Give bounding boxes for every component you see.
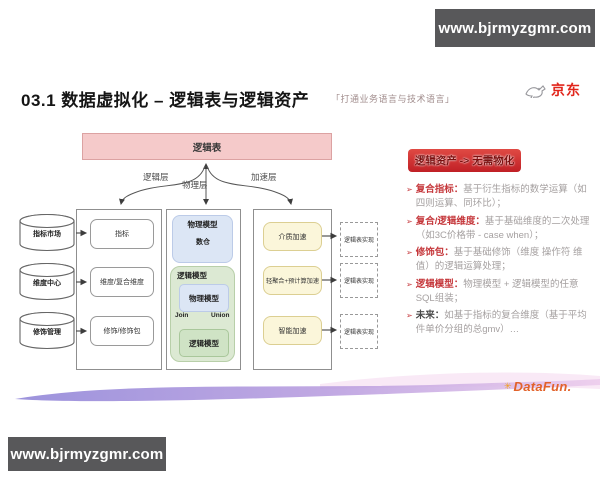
layer-label-physical: 物理层: [182, 180, 208, 190]
logical-table-bar: 逻辑表: [82, 133, 332, 160]
bullet-text: 如基于指标的复合维度（基于平均件单价分组的总gmv）…: [415, 310, 587, 336]
bullet-text: 基于基础修饰（维度 操作符 维值）的逻辑运算处理；: [415, 247, 583, 273]
layer-label-logical: 逻辑层: [143, 172, 169, 182]
logical-item-modifier: 修饰/修饰包: [90, 316, 154, 346]
jd-brand-text: 京东: [551, 82, 581, 98]
impl-box-2: 逻辑表实现: [340, 263, 378, 298]
datafun-logo-text: DataFun.: [513, 379, 572, 394]
bullet-label: 复合指标：: [415, 184, 464, 195]
logical-asset-badge: 逻辑资产 -> 无需物化: [408, 149, 521, 172]
source-db-label-modifier-mgmt: 修饰管理: [33, 329, 61, 336]
impl-box-1: 逻辑表实现: [340, 222, 378, 257]
layer-label-accel: 加速层: [251, 172, 277, 182]
source-db-label-dimension-center: 维度中心: [33, 280, 61, 287]
logical-item-dimension: 维度/复合维度: [90, 267, 154, 297]
jd-logo: 京东: [524, 80, 581, 100]
datafun-logo: ✳ DataFun.: [504, 379, 572, 394]
union-label: Union: [211, 312, 230, 319]
inner-physical-model-box: 物理模型: [179, 284, 229, 312]
bullet-item-logical-model: ➢ 逻辑模型：物理模型 + 逻辑模型的任意SQL组装；: [406, 278, 593, 307]
bullet-label: 复合/逻辑维度：: [415, 215, 485, 227]
accel-box-light-agg: 轻聚合+预计算加速: [263, 266, 322, 295]
bullet-label: 逻辑模型：: [415, 278, 464, 290]
logical-item-metric: 指标: [90, 219, 154, 249]
accel-box-smart: 智能加速: [263, 316, 322, 345]
bullet-item-modifier-pack: ➢ 修饰包：基于基础修饰（维度 操作符 维值）的逻辑运算处理；: [406, 246, 593, 275]
page-subtitle: 「打通业务语言与技术语言」: [331, 94, 455, 104]
page-title: 03.1 数据虚拟化 – 逻辑表与逻辑资产: [21, 91, 310, 110]
bullet-arrow-icon: ➢: [406, 185, 413, 194]
jd-dog-icon: [525, 85, 546, 98]
bullet-label: 未来：: [415, 310, 445, 321]
data-warehouse-cloud-label: 数仓: [196, 239, 210, 246]
datafun-logo-icon: ✳: [504, 381, 512, 391]
bullet-arrow-icon: ➢: [406, 311, 413, 320]
bullet-text: 基于衍生指标的数学运算（如四则运算、同环比）；: [415, 184, 587, 210]
watermark-top: www.bjrmyzgmr.com: [435, 9, 595, 47]
bullet-arrow-icon: ➢: [406, 279, 413, 289]
bullet-list: ➢ 复合指标：基于衍生指标的数学运算（如四则运算、同环比）； ➢ 复合/逻辑维度…: [406, 183, 593, 341]
inner-logical-model-box: 逻辑模型: [179, 329, 229, 357]
bullet-arrow-icon: ➢: [406, 216, 413, 226]
source-db-label-metrics-market: 指标市场: [33, 231, 61, 238]
bullet-text: 物理模型 + 逻辑模型的任意SQL组装；: [415, 278, 579, 304]
impl-box-3: 逻辑表实现: [340, 314, 378, 349]
bullet-text: 基于基础维度的二次处理（如3C价格带 - case when）；: [415, 215, 590, 241]
bullet-item-future: ➢ 未来：如基于指标的复合维度（基于平均件单价分组的总gmv）…: [406, 309, 593, 338]
bullet-label: 修饰包：: [415, 247, 454, 258]
bullet-item-composite-dimension: ➢ 复合/逻辑维度：基于基础维度的二次处理（如3C价格带 - case when…: [406, 215, 593, 244]
accel-box-medium: 介质加速: [263, 222, 322, 251]
bullet-arrow-icon: ➢: [406, 248, 413, 257]
bullet-item-composite-metric: ➢ 复合指标：基于衍生指标的数学运算（如四则运算、同环比）；: [406, 183, 593, 212]
logical-model-group-label: 逻辑模型: [177, 271, 207, 280]
watermark-bottom: www.bjrmyzgmr.com: [8, 437, 166, 471]
join-label: Join: [175, 312, 189, 319]
